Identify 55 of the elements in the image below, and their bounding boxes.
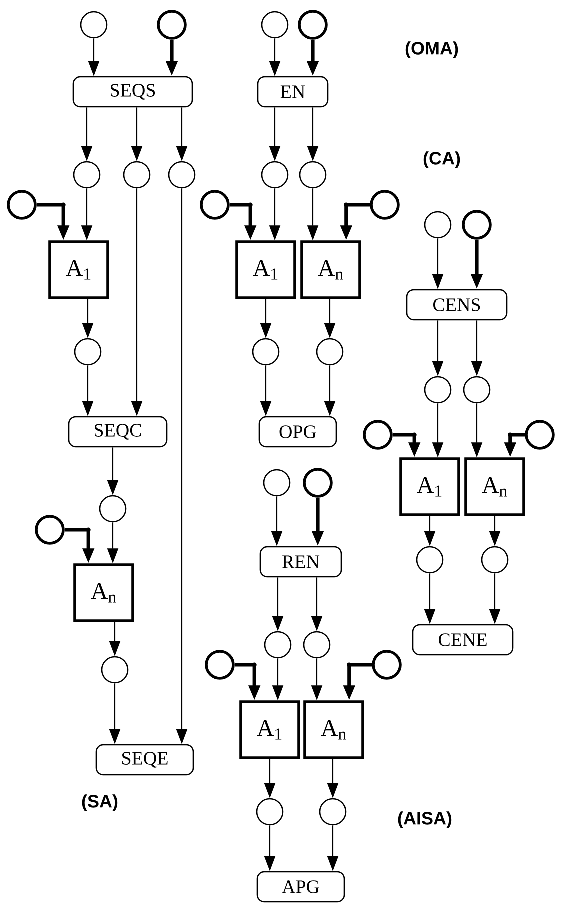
resource-circle bbox=[303, 468, 333, 498]
activity-box: A$_{n}$ bbox=[464, 458, 526, 516]
activity-box: A$_{1}$ bbox=[400, 458, 460, 516]
place-circle bbox=[424, 211, 452, 239]
activity-box: A$_{n}$ bbox=[300, 240, 362, 300]
place-circle bbox=[168, 161, 196, 189]
transition-box: APG bbox=[256, 871, 346, 903]
activity-box: A$_{1}$ bbox=[48, 240, 110, 300]
place-circle bbox=[263, 469, 291, 497]
place-circle bbox=[99, 495, 127, 523]
place-circle bbox=[463, 376, 491, 404]
place-circle bbox=[319, 798, 347, 826]
group-label: (CA) bbox=[424, 152, 460, 168]
place-circle bbox=[264, 631, 292, 659]
resource-circle bbox=[200, 190, 230, 220]
place-circle bbox=[73, 161, 101, 189]
resource-circle bbox=[462, 210, 492, 240]
place-circle bbox=[80, 11, 108, 39]
transition-box: REN bbox=[260, 546, 342, 578]
place-circle bbox=[74, 338, 102, 366]
place-circle bbox=[261, 161, 289, 189]
activity-box: A$_{n}$ bbox=[304, 700, 364, 760]
activity-box: A$_{1}$ bbox=[240, 700, 300, 760]
transition-box: SEQC bbox=[68, 416, 168, 448]
place-circle bbox=[123, 161, 151, 189]
place-circle bbox=[481, 546, 509, 574]
place-circle bbox=[303, 631, 331, 659]
place-circle bbox=[316, 338, 344, 366]
transition-box: EN bbox=[257, 76, 329, 108]
resource-circle bbox=[35, 515, 65, 545]
resource-circle bbox=[7, 190, 37, 220]
place-circle bbox=[256, 798, 284, 826]
group-label: (AISA) bbox=[398, 812, 452, 828]
group-label: (SA) bbox=[82, 794, 118, 812]
transition-box: SEQE bbox=[96, 744, 194, 776]
place-circle bbox=[416, 546, 444, 574]
place-circle bbox=[101, 656, 129, 684]
resource-circle bbox=[370, 190, 400, 220]
place-circle bbox=[261, 11, 289, 39]
resource-circle bbox=[205, 650, 235, 680]
place-circle bbox=[252, 338, 280, 366]
transition-box: SEQS bbox=[72, 76, 194, 108]
resource-circle bbox=[372, 650, 402, 680]
resource-circle bbox=[298, 10, 328, 40]
activity-box: A$_{n}$ bbox=[74, 564, 134, 622]
place-circle bbox=[299, 161, 327, 189]
transition-box: CENS bbox=[406, 289, 508, 321]
resource-circle bbox=[157, 10, 187, 40]
group-label: (OMA) bbox=[406, 42, 458, 58]
resource-circle bbox=[525, 420, 555, 450]
transition-box: CENE bbox=[412, 624, 514, 656]
transition-box: OPG bbox=[258, 416, 338, 448]
activity-box: A$_{1}$ bbox=[236, 240, 296, 300]
resource-circle bbox=[363, 420, 393, 450]
place-circle bbox=[424, 376, 452, 404]
